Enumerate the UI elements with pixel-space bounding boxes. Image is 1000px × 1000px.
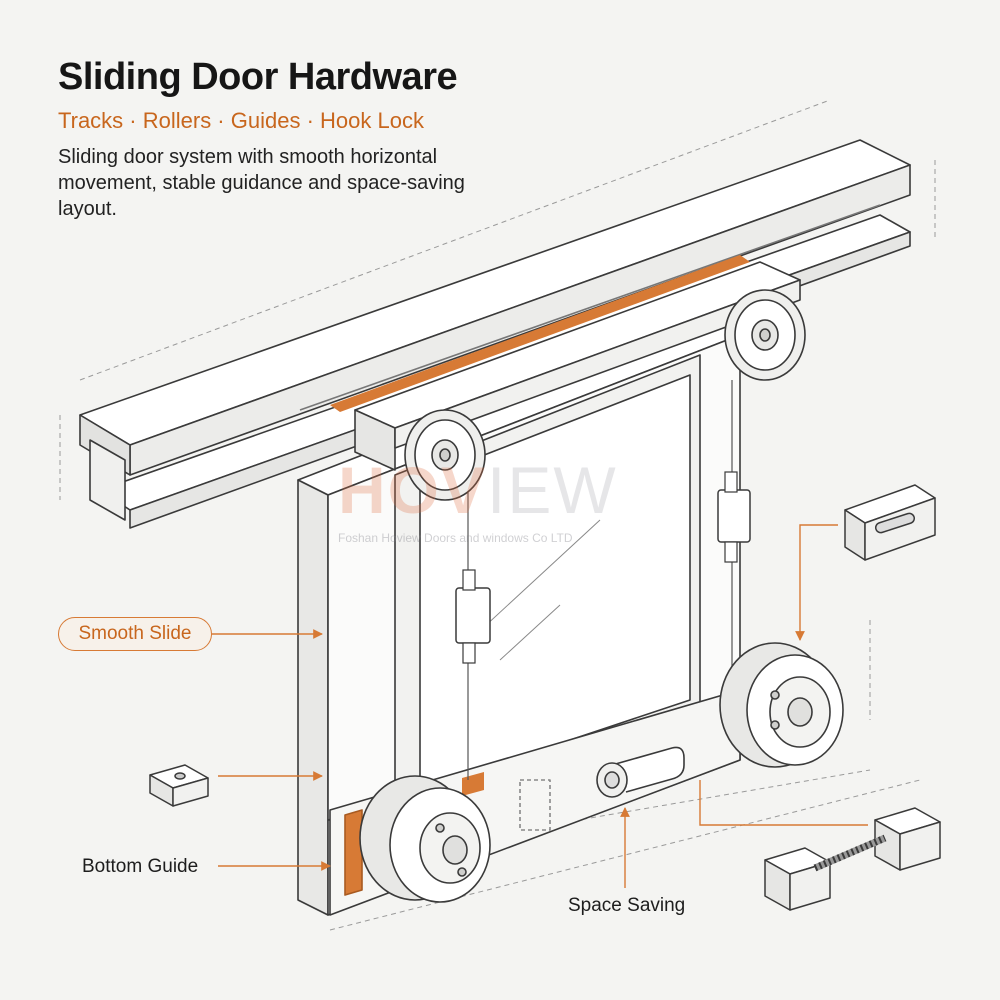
hook-lock	[596, 746, 685, 798]
watermark-logo: HOVIEW	[338, 452, 618, 528]
page-description: Sliding door system with smooth horizont…	[58, 146, 465, 220]
roller-top-left	[404, 409, 486, 501]
page-title: Sliding Door Hardware	[58, 56, 458, 98]
callout-bottom-guide: Bottom Guide	[82, 856, 199, 877]
page-subtitle: Tracks · Rollers · Guides · Hook Lock	[58, 108, 424, 133]
callout-smooth-slide: Smooth Slide	[58, 617, 212, 651]
guide-block-small	[149, 764, 209, 807]
slotted-bracket	[844, 484, 936, 561]
top-carriage	[354, 261, 801, 471]
roller-bottom-left	[359, 775, 491, 903]
watermark-brand-part1: HOV	[338, 453, 488, 527]
callout-space-saving: Space Saving	[568, 895, 686, 916]
adjuster-screw	[764, 807, 941, 911]
watermark-company: Foshan Hoview Doors and windows Co LTD	[338, 531, 573, 545]
roller-top-right	[724, 289, 806, 381]
roller-bottom-right	[719, 642, 844, 768]
watermark-brand-part2: IEW	[487, 453, 618, 527]
dimension-lines	[59, 99, 936, 931]
hanging-wires	[455, 380, 751, 780]
callout-arrows	[212, 524, 868, 888]
